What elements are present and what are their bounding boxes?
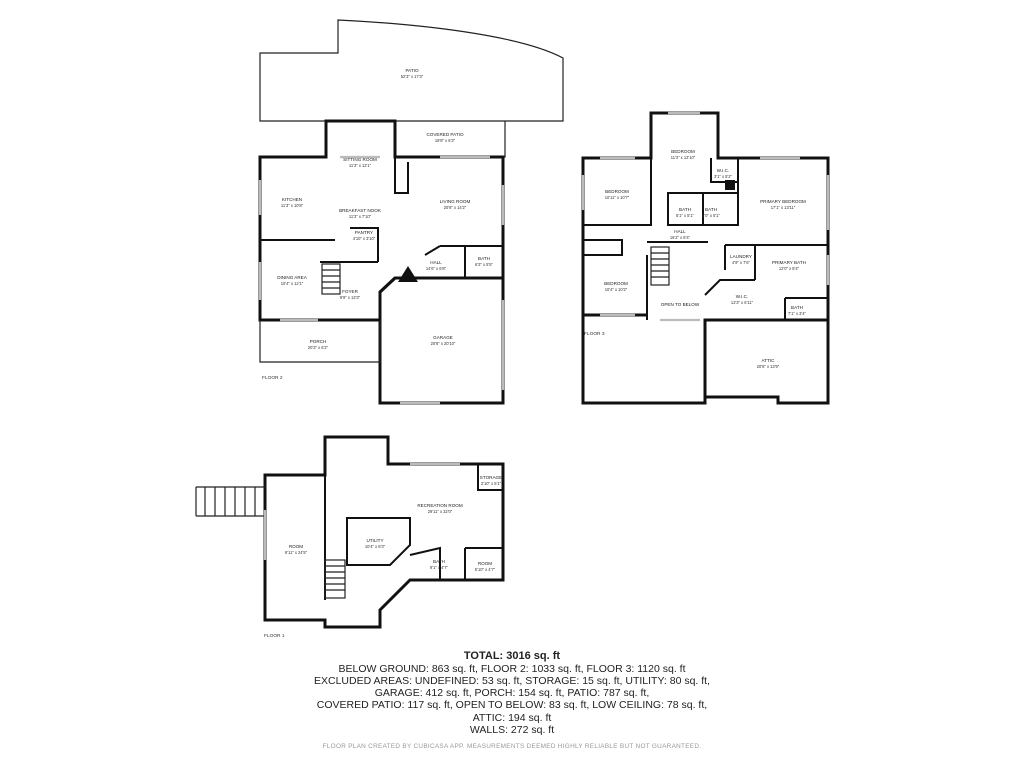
open-to-below-label: OPEN TO BELOW	[661, 302, 700, 307]
floor-plan-drawing: PATIO 52'3" x 17'3" COVERED PATIO 18'8" …	[195, 19, 830, 639]
disclaimer-text: FLOOR PLAN CREATED BY CUBICASA APP. MEAS…	[322, 743, 702, 750]
floor-1-plan: STORAGE 2'10" x 5'1" RECREATION ROOM 29'…	[195, 435, 505, 639]
floor-1-bath-dims: 9'1" x 4'7"	[430, 565, 448, 570]
sitting-room-label: SITTING ROOM	[343, 157, 377, 162]
porch-dims: 20'3" x 6'2"	[308, 345, 329, 350]
total-area: TOTAL: 3016 sq. ft	[463, 650, 561, 662]
primary-bath-dims: 12'0" x 8'4"	[779, 266, 800, 271]
room-small-label: ROOM	[478, 561, 492, 566]
storage-dims: 2'10" x 5'1"	[481, 481, 502, 486]
primary-bedroom-label: PRIMARY BEDROOM	[760, 199, 806, 204]
floor-2-stairs	[321, 263, 341, 295]
bath-c-label: BATH	[791, 305, 803, 310]
porch-outline	[259, 320, 381, 363]
dining-area-dims: 10'4" x 12'1"	[281, 281, 304, 286]
floor-3-interior-walls	[583, 158, 828, 320]
sitting-room-dims: 11'3" x 12'1"	[349, 163, 372, 168]
laundry-label: LAUNDRY	[730, 254, 752, 259]
recreation-room-dims: 29'11" x 32'0"	[428, 509, 453, 514]
floor-2-label: FLOOR 2	[262, 375, 283, 381]
floor-1-stairs	[324, 559, 346, 599]
hall-dims: 14'6" x 6'8"	[426, 266, 447, 271]
stair-arrow-icon	[398, 266, 418, 282]
bath-b-dims: 5'0" x 5'1"	[702, 213, 720, 218]
summary-line: GARAGE: 412 sq. ft, PORCH: 154 sq. ft, P…	[374, 687, 650, 700]
attic-dims: 20'8" x 13'9"	[757, 364, 780, 369]
bedroom-left-dims: 10'11" x 10'7"	[605, 195, 630, 200]
laundry-dims: 4'9" x 7'6"	[732, 260, 750, 265]
patio-outline	[259, 19, 564, 122]
bath-c-dims: 7'1" x 3'4"	[788, 311, 806, 316]
summary-line: ATTIC: 194 sq. ft	[472, 711, 552, 724]
utility-dims: 10'4" x 8'3"	[365, 544, 386, 549]
storage-label: STORAGE	[480, 475, 502, 480]
room-left-dims: 9'11" x 24'5"	[285, 550, 308, 555]
floor-3-walls	[581, 111, 830, 405]
pantry-label: PANTRY	[355, 230, 373, 235]
patio-dims: 52'3" x 17'3"	[401, 74, 424, 79]
breakfast-nook-dims: 11'3" x 7'10"	[349, 214, 372, 219]
covered-patio-label: COVERED PATIO	[426, 132, 464, 137]
foyer-label: FOYER	[342, 289, 359, 294]
bath-a-dims: 5'1" x 5'1"	[676, 213, 694, 218]
bedroom-low-dims: 10'4" x 10'2"	[605, 287, 628, 292]
exterior-stairs	[195, 486, 265, 517]
bedroom-top-label: BEDROOM	[671, 149, 695, 154]
floor-3-hall-dims: 16'2" x 8'4"	[670, 235, 691, 240]
bath-label: BATH	[478, 256, 490, 261]
bath-a-label: BATH	[679, 207, 691, 212]
bedroom-left-label: BEDROOM	[605, 189, 629, 194]
floor-1-label: FLOOR 1	[264, 633, 285, 639]
bedroom-low-label: BEDROOM	[604, 281, 628, 286]
pantry-dims: 4'10" x 3'10"	[353, 236, 376, 241]
chimney-block-icon	[725, 180, 735, 190]
living-room-label: LIVING ROOM	[440, 199, 471, 204]
wic-top-label: W.I.C.	[717, 168, 730, 173]
floor-3-label: FLOOR 3	[584, 331, 605, 337]
floor-2-windows	[258, 155, 505, 405]
garage-dims: 20'8" x 20'10"	[431, 341, 456, 346]
room-small-dims: 5'10" x 4'7"	[475, 567, 496, 572]
floor-3-plan: BEDROOM 11'3" x 12'10" BEDROOM 10'11" x …	[581, 111, 830, 405]
dining-area-label: DINING AREA	[277, 275, 308, 280]
covered-patio-outline	[325, 121, 506, 158]
summary-line: BELOW GROUND: 863 sq. ft, FLOOR 2: 1033 …	[338, 662, 686, 675]
floor-1-windows	[263, 462, 460, 560]
floor-1-bath-label: BATH	[433, 559, 445, 564]
floor-3-hall-label: HALL	[674, 229, 686, 234]
floor-3-windows	[581, 111, 830, 322]
hall-label: HALL	[430, 260, 442, 265]
area-summary: TOTAL: 3016 sq. ft BELOW GROUND: 863 sq.…	[262, 650, 762, 736]
garage-label: GARAGE	[433, 335, 453, 340]
recreation-room-label: RECREATION ROOM	[417, 503, 463, 508]
breakfast-nook-label: BREAKFAST NOOK	[339, 208, 382, 213]
room-left-label: ROOM	[289, 544, 303, 549]
porch-label: PORCH	[310, 339, 327, 344]
wic-bottom-label: W.I.C.	[736, 294, 749, 299]
covered-patio-dims: 18'8" x 6'3"	[435, 138, 456, 143]
floor-1-walls	[263, 435, 505, 629]
summary-line: WALLS: 272 sq. ft	[469, 723, 555, 736]
summary-line: COVERED PATIO: 117 sq. ft, OPEN TO BELOW…	[316, 699, 708, 712]
bath-dims: 6'3" x 5'5"	[475, 262, 493, 267]
bedroom-top-dims: 11'3" x 12'10"	[671, 155, 696, 160]
bath-b-label: BATH	[705, 207, 717, 212]
foyer-dims: 9'9" x 13'3"	[340, 295, 361, 300]
patio-label: PATIO	[405, 68, 419, 73]
floor-2-interior-walls	[260, 157, 503, 279]
floor-3-stairs	[650, 246, 670, 286]
attic-walls	[703, 318, 830, 405]
living-room-dims: 20'8" x 14'2"	[444, 205, 467, 210]
summary-line: EXCLUDED AREAS: UNDEFINED: 53 sq. ft, ST…	[313, 674, 711, 687]
primary-bedroom-dims: 17'1" x 13'11"	[771, 205, 796, 210]
primary-bath-label: PRIMARY BATH	[772, 260, 806, 265]
kitchen-label: KITCHEN	[282, 197, 302, 202]
wic-top-dims: 3'1" x 5'2"	[714, 174, 732, 179]
wic-bottom-dims: 12'3" x 6'11"	[731, 300, 754, 305]
kitchen-dims: 11'3" x 10'8"	[281, 203, 304, 208]
floor-2-plan: PATIO 52'3" x 17'3" COVERED PATIO 18'8" …	[258, 19, 564, 405]
utility-label: UTILITY	[366, 538, 383, 543]
attic-label: ATTIC	[762, 358, 776, 363]
